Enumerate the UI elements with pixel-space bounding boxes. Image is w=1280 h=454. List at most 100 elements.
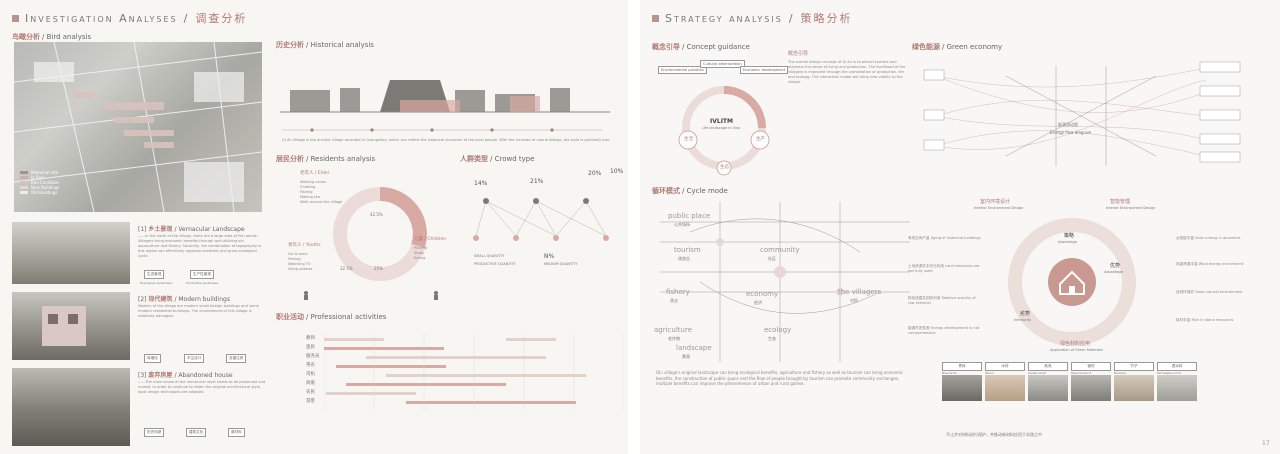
green-title: 绿色能源/ Green economy: [912, 43, 1003, 51]
weak-item-3: 拆除违建并回收利用 Relative scarcity of raw mater…: [908, 296, 976, 305]
cycle-landscape-cn: 景观: [682, 354, 690, 359]
abandoned-title: [3] 废弃房屋/ Abandoned house: [138, 372, 233, 379]
modern-photo: [12, 292, 130, 360]
concept-body-title: 概念引导: [788, 51, 809, 57]
cycle-tourism: tourism: [674, 246, 701, 254]
ring-mid-right-en: Advantage: [1104, 270, 1123, 274]
activity-row: 渔民: [306, 343, 624, 352]
cycle-ecology-cn: 生态: [768, 336, 776, 341]
cycle-body: Qin village's original landscape can bri…: [656, 370, 904, 386]
modern-title: [2] 现代建筑/ Modern buildings: [138, 296, 230, 303]
cycle-villagers: the villagers: [838, 288, 882, 296]
concept-box-culture: Cultural deterioration: [700, 60, 745, 68]
investigation-page: Investigation Analyses / 调查分析 鸟瞰分析/ Bird…: [0, 0, 628, 454]
strategy-slash: /: [788, 11, 795, 25]
cycle-agriculture: agriculture: [654, 326, 692, 334]
tag-productive: 生产性景观: [190, 270, 214, 279]
concept-center: IVLITM: [710, 118, 733, 125]
strength-item-4: 砖材丰富 Rich in stone resources: [1176, 318, 1234, 322]
activity-row: 教师: [306, 334, 624, 343]
tag-productive-en: Productive landscape: [186, 281, 219, 285]
crowd-legend-medium: MEDIUM QUANTITY: [544, 262, 578, 266]
header-square-icon: [12, 14, 19, 22]
crowd-stat-4: 10%: [610, 168, 624, 175]
header-slash: /: [183, 11, 190, 25]
cycle-tourism-cn: 旅游业: [678, 256, 690, 261]
residents-ring: [333, 187, 427, 281]
materials-title-en: Application of Green Materials: [1050, 348, 1103, 352]
ring-top-en: Advantage: [1058, 240, 1077, 244]
page-header: Investigation Analyses / 调查分析: [12, 10, 247, 26]
concept-node-production: 生产: [756, 137, 765, 142]
history-title: 历史分析/ Historical analysis: [276, 41, 374, 49]
strategy-title: Strategy analysis: [665, 11, 783, 25]
ring-mid-right-cn: 优势: [1110, 263, 1121, 269]
page-gutter: [628, 0, 640, 454]
modern-body: Modern of the village are modern small f…: [138, 304, 259, 318]
activity-row: 农民: [306, 388, 624, 397]
ring-right-en: Interior Environment Design: [1106, 206, 1156, 210]
cycle-public-place: public place: [668, 212, 711, 220]
header-cn: 调查分析: [195, 12, 248, 25]
concept-body: The overall design concept of Qi An is t…: [788, 60, 906, 84]
crowd-stat-3: 20%: [588, 170, 602, 177]
legend-bad: Bad Condition: [31, 180, 60, 185]
pct-children: 25%: [374, 266, 383, 271]
strength-item-1: 太阳能丰富 Solar energy is abundant: [1176, 236, 1241, 240]
cycle-fishery-cn: 渔业: [670, 298, 678, 303]
activity-rows: 教师 渔民 服务员 茶农 司机 商贩 农民 游客: [306, 334, 624, 406]
cycle-villagers-cn: 村民: [850, 298, 858, 303]
bird-title: 鸟瞰分析/ Bird analysis: [12, 33, 92, 41]
ring-bottom-en: Inferiority: [1014, 318, 1032, 322]
vernacular-body: ——In the north of the village, there are…: [138, 234, 262, 258]
header-square-icon: [652, 14, 659, 22]
legend-new: New Buildings: [31, 185, 60, 190]
tag-selfbuilt: 自建住房: [226, 354, 247, 363]
tag-raw: 原材料: [228, 428, 245, 437]
header-title: Investigation Analyses: [25, 11, 178, 25]
cycle-fishery: fishery: [666, 288, 690, 296]
tag-ancient: 历史风貌: [144, 428, 165, 437]
crowd-legend-small: SMALL QUANTITY: [474, 254, 505, 258]
pct-youth: 32.5%: [340, 266, 353, 271]
abandoned-body: ——The main house of the vernacular style…: [138, 380, 266, 394]
history-sketch: [280, 60, 610, 120]
cycle-diagram: [660, 202, 910, 362]
vernacular-title: [1] 乡土景观/ Vernacular Landscape: [138, 226, 245, 233]
page-number: 17: [1262, 440, 1270, 447]
concept-center-sub: Life landscape in Vino: [702, 126, 741, 130]
residents-figures: [304, 291, 438, 300]
aerial-lines: [14, 42, 262, 212]
cycle-public-place-cn: 公共场所: [674, 222, 690, 227]
weak-item-1: 有效空间产量 Aging of historical buildings: [908, 236, 981, 240]
residents-title: 居民分析/ Residents analysis: [276, 155, 376, 163]
ring-left-cn: 室内环境设计: [980, 199, 1011, 205]
cycle-economy: economy: [746, 290, 779, 298]
legend-old: Old Buildings: [31, 190, 58, 195]
vernacular-photo: [12, 222, 130, 284]
crowd-stat-2: 21%: [530, 178, 544, 185]
strength-item-2: 风能资源丰富 Wind energy enrichment: [1176, 262, 1244, 266]
crowd-stat-1: 14%: [474, 180, 488, 187]
weak-item-4: 能源开发性差 Energy development is not compreh…: [908, 326, 980, 335]
concept-node-life: 生活: [684, 137, 693, 142]
concept-node-ecology: 生态: [720, 165, 729, 170]
legend-memorial: Memorial site: [31, 170, 59, 175]
tag-ecological: 生态景观: [144, 270, 165, 279]
cycle-landscape: landscape: [676, 344, 712, 352]
crowd-title: 人群类型/ Crowd type: [460, 155, 535, 163]
materials-footer: 不止步对材料进行保护，并推动新材料应用于实践之中: [946, 432, 1042, 437]
energy-diagram-cn: 能源流动图: [1058, 122, 1078, 127]
tag-uncontrolled: 不注设计: [184, 354, 205, 363]
house-circle: [1048, 258, 1096, 306]
cycle-community-cn: 社区: [768, 256, 776, 261]
concept-box-economy: Economic development: [740, 66, 789, 74]
activity-row: 商贩: [306, 379, 624, 388]
materials-title-cn: 绿色材料应用: [1060, 341, 1091, 347]
